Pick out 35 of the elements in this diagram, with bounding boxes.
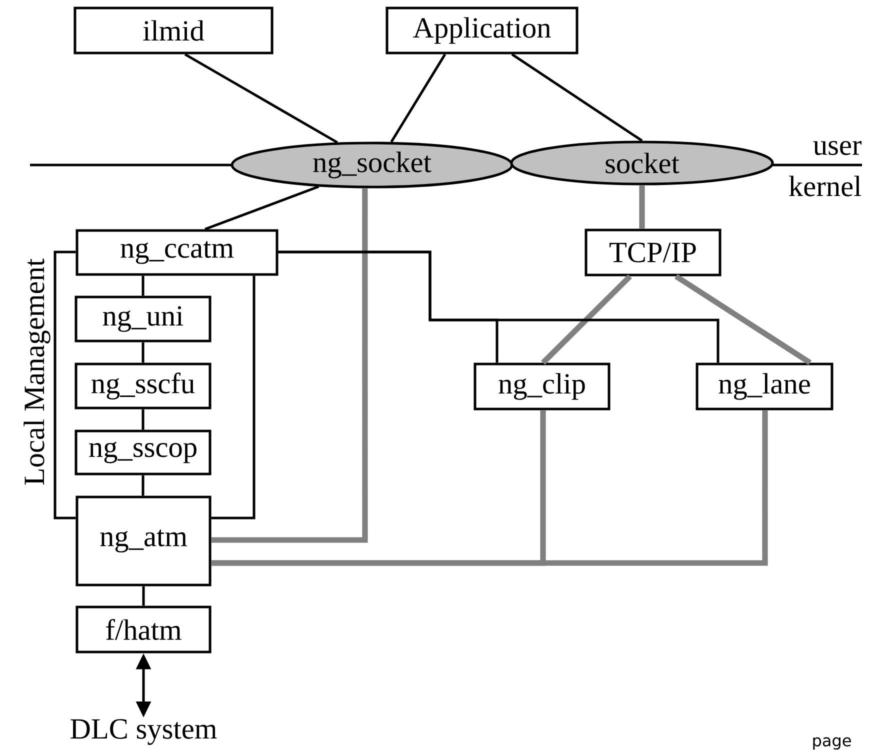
ellipse-node: ng_socket [230, 142, 514, 188]
node-label: DLC system [70, 719, 217, 745]
process-box: TCP/IP [584, 228, 722, 276]
connector-line [278, 250, 720, 363]
connector-line [211, 188, 368, 543]
process-box: ng_sscfu [74, 362, 212, 410]
connector-line [142, 586, 145, 606]
connector-line [390, 54, 446, 143]
group-label: Local Management [24, 258, 50, 485]
connector-line [511, 53, 643, 142]
page-label: page [813, 737, 851, 750]
connector-line [211, 276, 256, 520]
process-box: f/hatm [76, 606, 212, 654]
process-box: ng_ccatm [76, 229, 278, 276]
connector-line [142, 475, 144, 496]
process-box: ng_sscop [74, 430, 212, 476]
layer-label: kernel [789, 176, 862, 196]
connector-line [142, 342, 144, 363]
connector-line [54, 250, 76, 520]
process-box: ng_clip [474, 362, 610, 410]
process-box: ilmid [74, 6, 274, 54]
process-box: Application [386, 6, 578, 54]
connector-line [639, 185, 645, 229]
connector-line [142, 409, 144, 430]
connector-line [674, 274, 812, 366]
layer-label: user [813, 140, 862, 156]
connector-line [142, 276, 144, 296]
connector-line [204, 185, 320, 230]
ellipse-node: socket [510, 140, 774, 186]
process-box: ng_lane [696, 362, 834, 410]
process-box: ng_uni [74, 296, 212, 342]
connector-line [184, 53, 338, 144]
connector-line [211, 410, 768, 566]
connector-line [541, 274, 632, 365]
process-box: ng_atm [76, 496, 212, 586]
